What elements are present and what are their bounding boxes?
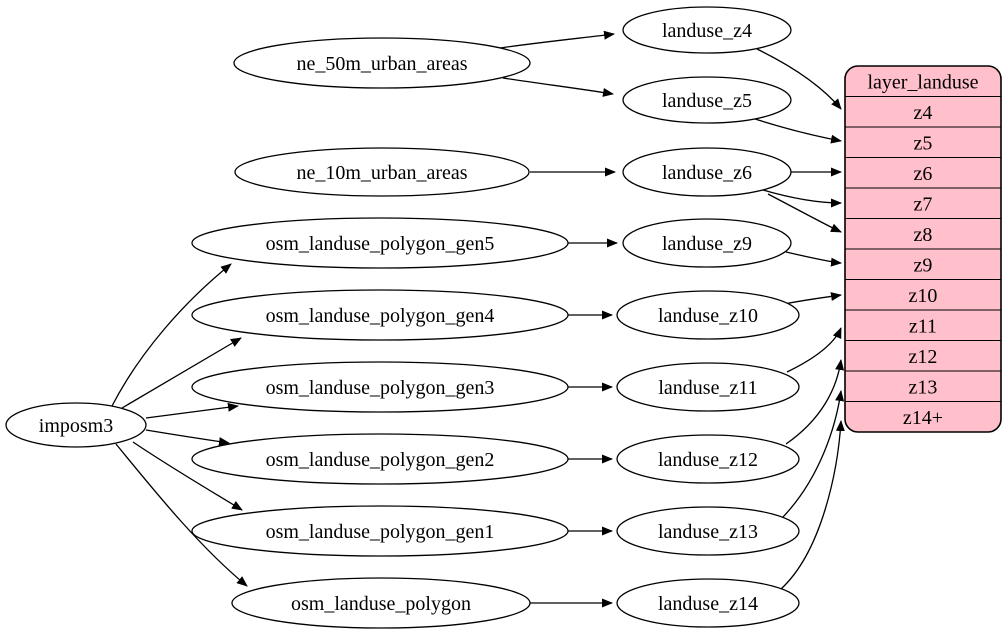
record-row-z13: z13 bbox=[909, 376, 938, 398]
node-landuse_z13-label: landuse_z13 bbox=[658, 521, 758, 543]
node-landuse_z11-label: landuse_z11 bbox=[658, 377, 757, 399]
node-layer: imposm3 ne_50m_urban_areas ne_10m_urban_… bbox=[5, 6, 800, 629]
node-landuse_z5: landuse_z5 bbox=[622, 76, 792, 124]
node-landuse_z9: landuse_z9 bbox=[622, 218, 792, 268]
node-osm_landuse_polygon_gen1-label: osm_landuse_polygon_gen1 bbox=[266, 521, 495, 543]
node-osm_landuse_polygon_gen5: osm_landuse_polygon_gen5 bbox=[191, 217, 569, 269]
node-landuse_z12-label: landuse_z12 bbox=[658, 449, 758, 471]
edge-landuse_z4-layer_landuse_z4 bbox=[756, 48, 842, 110]
record-title: layer_landuse bbox=[867, 71, 978, 93]
edge-landuse_z11-layer_landuse_z11 bbox=[786, 327, 842, 373]
node-landuse_z6: landuse_z6 bbox=[622, 147, 792, 197]
node-landuse_z4-label: landuse_z4 bbox=[662, 20, 752, 42]
edge-ne_50m_urban_areas-landuse_z5 bbox=[502, 77, 614, 97]
edge-landuse_z6-layer_landuse_z7 bbox=[762, 189, 842, 208]
node-landuse_z12: landuse_z12 bbox=[616, 434, 800, 484]
node-ne_50m_urban_areas: ne_50m_urban_areas bbox=[233, 37, 531, 89]
record-row-z7: z7 bbox=[914, 193, 933, 215]
record-row-z12: z12 bbox=[909, 346, 938, 368]
edge-imposm3-osm_landuse_polygon_gen1 bbox=[132, 441, 243, 511]
edge-landuse_z10-layer_landuse_z10 bbox=[783, 292, 842, 305]
node-osm_landuse_polygon_gen2: osm_landuse_polygon_gen2 bbox=[191, 433, 569, 485]
record-row-z5: z5 bbox=[914, 132, 933, 154]
record-row-z8: z8 bbox=[914, 224, 933, 246]
edge-landuse_z6-layer_landuse_z8 bbox=[767, 193, 842, 233]
node-landuse_z6-label: landuse_z6 bbox=[662, 162, 752, 184]
node-landuse_z11: landuse_z11 bbox=[616, 362, 800, 412]
node-ne_10m_urban_areas: ne_10m_urban_areas bbox=[234, 147, 530, 197]
node-osm_landuse_polygon_gen3: osm_landuse_polygon_gen3 bbox=[191, 361, 569, 413]
edge-ne_50m_urban_areas-landuse_z4 bbox=[499, 30, 615, 49]
record-row-z4: z4 bbox=[914, 102, 933, 124]
node-ne_10m_urban_areas-label: ne_10m_urban_areas bbox=[296, 162, 467, 184]
edge-imposm3-osm_landuse_polygon bbox=[115, 443, 248, 587]
node-osm_landuse_polygon_gen3-label: osm_landuse_polygon_gen3 bbox=[266, 377, 495, 399]
node-osm_landuse_polygon: osm_landuse_polygon bbox=[231, 577, 531, 629]
edge-landuse_z9-layer_landuse_z9 bbox=[785, 251, 842, 267]
edge-landuse_z5-layer_landuse_z5 bbox=[751, 117, 842, 144]
edge-landuse_z13-layer_landuse_z13 bbox=[782, 390, 845, 518]
node-landuse_z14-label: landuse_z14 bbox=[658, 593, 758, 615]
node-landuse_z9-label: landuse_z9 bbox=[662, 233, 752, 255]
record-row-z11: z11 bbox=[909, 315, 937, 337]
record-layer_landuse: layer_landuse z4 z5 z6 z7 z8 z9 z10 z11 … bbox=[844, 65, 1002, 433]
record-row-z9: z9 bbox=[914, 254, 933, 276]
record-row-z14plus: z14+ bbox=[903, 407, 943, 429]
edge-imposm3-osm_landuse_polygon_gen5 bbox=[111, 263, 232, 407]
node-imposm3-label: imposm3 bbox=[39, 415, 113, 437]
node-landuse_z10: landuse_z10 bbox=[616, 290, 800, 340]
node-ne_50m_urban_areas-label: ne_50m_urban_areas bbox=[296, 53, 467, 75]
record-row-z10: z10 bbox=[909, 285, 938, 307]
record-row-z6: z6 bbox=[914, 163, 933, 185]
edge-layer bbox=[111, 30, 845, 608]
node-landuse_z5-label: landuse_z5 bbox=[662, 90, 752, 112]
node-osm_landuse_polygon_gen4-label: osm_landuse_polygon_gen4 bbox=[266, 305, 495, 327]
node-osm_landuse_polygon-label: osm_landuse_polygon bbox=[291, 593, 471, 615]
node-landuse_z14: landuse_z14 bbox=[616, 578, 800, 628]
edge-imposm3-osm_landuse_polygon_gen2 bbox=[145, 429, 230, 446]
node-osm_landuse_polygon_gen4: osm_landuse_polygon_gen4 bbox=[191, 289, 569, 341]
edge-landuse_z14-layer_landuse_z14plus bbox=[780, 420, 845, 590]
node-landuse_z13: landuse_z13 bbox=[616, 506, 800, 556]
node-osm_landuse_polygon_gen5-label: osm_landuse_polygon_gen5 bbox=[266, 233, 495, 255]
node-osm_landuse_polygon_gen1: osm_landuse_polygon_gen1 bbox=[191, 505, 569, 557]
node-osm_landuse_polygon_gen2-label: osm_landuse_polygon_gen2 bbox=[266, 449, 495, 471]
edge-imposm3-osm_landuse_polygon_gen4 bbox=[121, 337, 242, 409]
edge-landuse_z12-layer_landuse_z12 bbox=[785, 359, 845, 445]
node-landuse_z4: landuse_z4 bbox=[622, 6, 792, 54]
edge-imposm3-osm_landuse_polygon_gen3 bbox=[145, 402, 239, 419]
node-imposm3: imposm3 bbox=[5, 402, 147, 448]
node-landuse_z10-label: landuse_z10 bbox=[658, 305, 758, 327]
